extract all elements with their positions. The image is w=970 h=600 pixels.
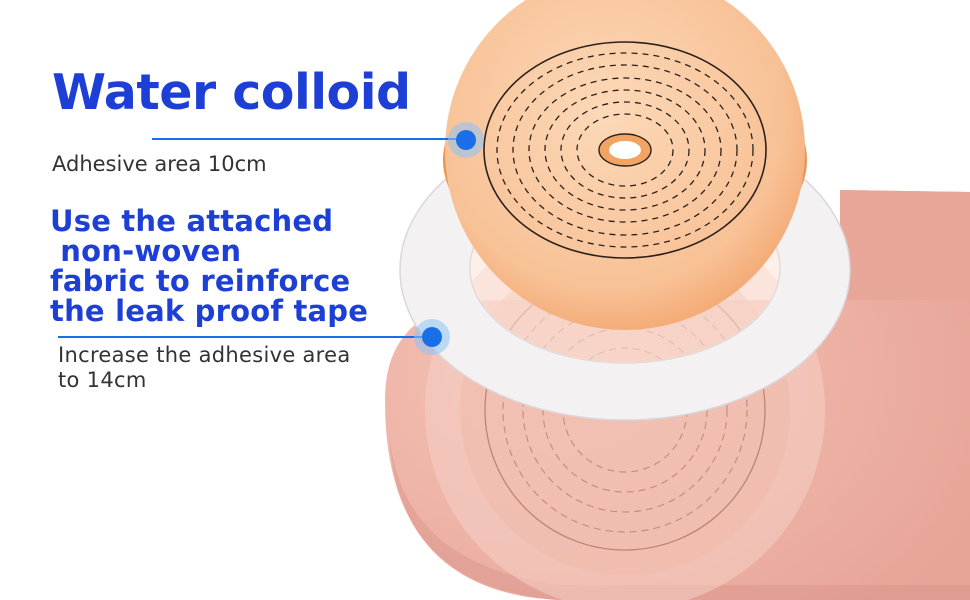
callout-marker-1: [448, 122, 484, 158]
nonwoven-reinforce-title: Use the attached non-woven fabric to rei…: [50, 204, 369, 328]
adhesive-area-10cm-text: Adhesive area 10cm: [52, 152, 267, 176]
hydrocolloid-wafer: [443, 0, 807, 330]
adhesive-area-14cm-text: Increase the adhesive area to 14cm: [58, 343, 351, 392]
water-colloid-title: Water colloid: [52, 64, 411, 121]
callout-marker-2: [414, 319, 450, 355]
